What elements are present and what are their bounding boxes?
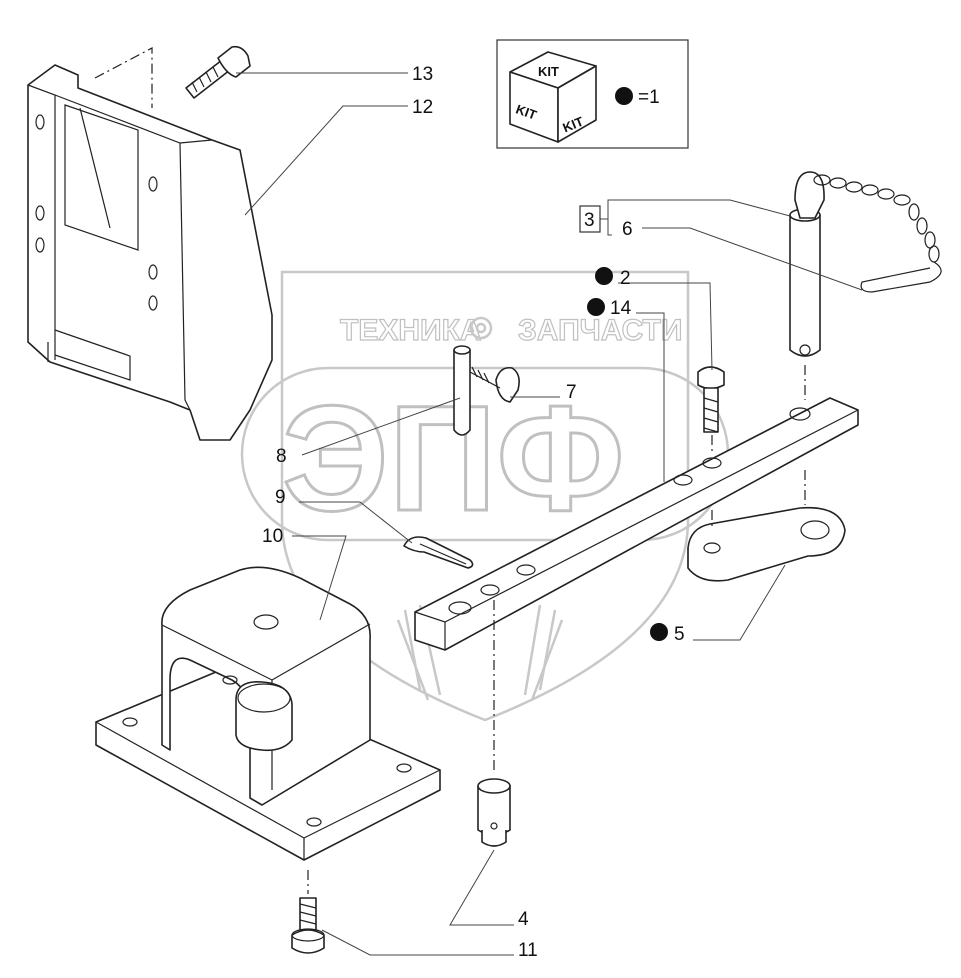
leader-lines [236, 72, 863, 956]
part-9-spring-clip [403, 536, 474, 569]
part-8-pin [453, 345, 471, 436]
callout-8: 8 [276, 446, 287, 467]
callout-9: 9 [275, 487, 286, 508]
kit-bullet-2-icon [595, 267, 613, 285]
part-4-pin [477, 600, 511, 847]
chain-icon [813, 174, 940, 263]
part-6-pin-with-chain [789, 171, 942, 400]
kit-cube-right-text: KIT [561, 114, 586, 136]
callout-6: 6 [622, 219, 633, 240]
watermark-text-left: ТЕХНИКА [340, 314, 482, 347]
watermark-gear-hub [475, 322, 487, 334]
kit-legend: KIT KIT KIT =1 [496, 39, 689, 149]
kit-cube-left-text: KIT [514, 101, 539, 122]
part-14-drawbar [414, 397, 859, 651]
callout-5: 5 [674, 624, 685, 645]
part-11-bolt [291, 870, 325, 954]
callout-3: 3 [584, 210, 595, 231]
leader-8 [301, 397, 461, 456]
part-2-bolt [697, 366, 725, 455]
kit-cube-top-text: KIT [538, 64, 559, 79]
callout-labels: 13 12 3 6 2 14 7 8 9 10 5 4 11 [262, 64, 685, 961]
callout-10: 10 [262, 526, 283, 547]
leader-4 [449, 849, 514, 926]
kit-bullet-14-icon [587, 298, 605, 316]
leader-5 [693, 564, 786, 641]
leader-3 [600, 199, 791, 220]
kit-bullet-5-icon [650, 623, 668, 641]
watermark-text-right: ЗАПЧАСТИ [518, 314, 682, 347]
callout-11: 11 [518, 940, 538, 961]
leader-3-branch [607, 219, 612, 236]
part-5-clevis-plate [687, 470, 846, 582]
leader-9 [299, 501, 413, 544]
callout-13: 13 [412, 64, 433, 85]
leader-14 [636, 312, 665, 482]
watermark-wheat-icon [396, 604, 564, 701]
leader-11 [321, 929, 514, 956]
kit-cube-icon [509, 51, 597, 143]
callout-14: 14 [610, 298, 632, 319]
part-10-hitch-base [95, 566, 441, 861]
kit-equals-text: =1 [638, 87, 660, 108]
part-12-bracket [27, 47, 273, 441]
callout-7: 7 [566, 382, 577, 403]
callout-2: 2 [620, 268, 631, 289]
part-13-bolt [185, 45, 251, 99]
leader-10 [292, 535, 347, 621]
callout-12: 12 [412, 97, 433, 118]
callout-4: 4 [518, 909, 529, 930]
kit-bullet-icon [615, 87, 633, 105]
callout-3-box [579, 205, 601, 233]
leader-12 [244, 105, 408, 216]
part-7-clip [469, 366, 520, 403]
leader-2 [618, 282, 713, 371]
watermark-gear-icon [469, 316, 493, 340]
leader-6 [642, 227, 863, 291]
